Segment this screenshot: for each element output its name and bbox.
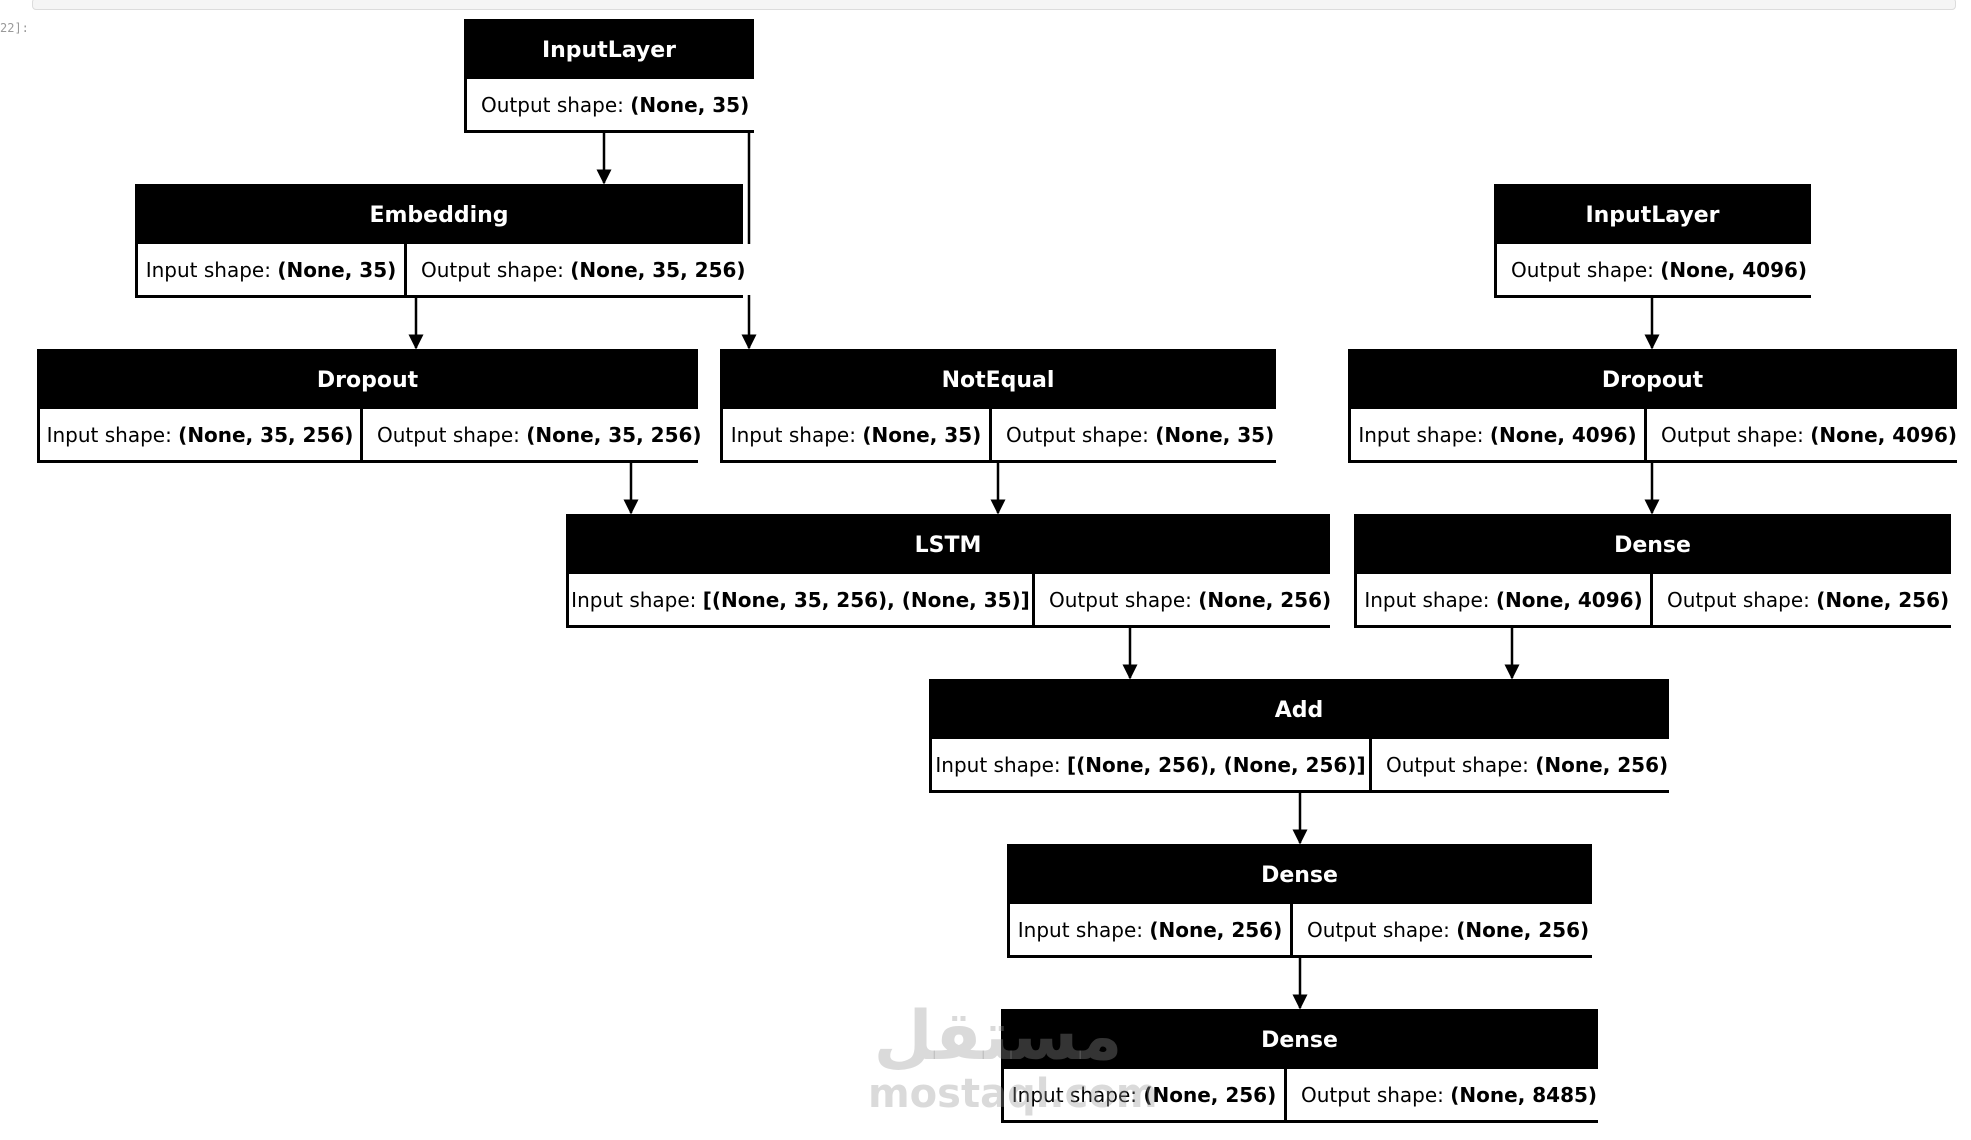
output-shape-value: (None, 4096) — [1660, 257, 1808, 282]
layer-title: Embedding — [369, 203, 509, 228]
input-shape-value: [(None, 35, 256), (None, 35)] — [702, 587, 1030, 612]
layer-title: Add — [1274, 698, 1324, 723]
layer-shapes: Input shape: (None, 256)Output shape: (N… — [1004, 1069, 1612, 1120]
output-shape-value: (None, 256) — [1535, 752, 1669, 777]
layer-title: InputLayer — [541, 38, 677, 63]
output-shape-label: Output shape: — [1511, 257, 1654, 282]
layer-shapes: Output shape: (None, 35) — [467, 79, 764, 130]
output-shape-label: Output shape: — [1301, 1082, 1444, 1107]
input-shape-value: (None, 35) — [277, 257, 397, 282]
layer-shapes: Input shape: (None, 35, 256)Output shape… — [40, 409, 716, 460]
output-shape-label: Output shape: — [1006, 422, 1149, 447]
output-shape-label: Output shape: — [1667, 587, 1810, 612]
layer-shapes: Input shape: (None, 35)Output shape: (No… — [723, 409, 1289, 460]
input-shape-label: Input shape: — [1364, 587, 1490, 612]
layer-shapes: Input shape: (None, 256)Output shape: (N… — [1010, 904, 1604, 955]
output-shape-label: Output shape: — [377, 422, 520, 447]
layer-shapes: Input shape: (None, 35)Output shape: (No… — [138, 244, 760, 295]
output-shape-cell: Output shape: (None, 256) — [1035, 574, 1346, 625]
input-shape-cell: Input shape: [(None, 256), (None, 256)] — [932, 739, 1369, 790]
output-shape-cell: Output shape: (None, 256) — [1653, 574, 1964, 625]
layer-title: Dense — [1261, 1028, 1338, 1053]
input-shape-label: Input shape: — [571, 587, 697, 612]
output-shape-value: (None, 256) — [1456, 917, 1590, 942]
layer-shapes: Input shape: [(None, 35, 256), (None, 35… — [569, 574, 1346, 625]
cell-prompt: 22]: — [0, 21, 29, 35]
input-shape-value: (None, 35, 256) — [178, 422, 354, 447]
layer-title: Dropout — [316, 368, 419, 393]
notebook-cell-bar — [32, 0, 1956, 10]
output-shape-value: (None, 256) — [1198, 587, 1332, 612]
output-shape-label: Output shape: — [481, 92, 624, 117]
output-shape-cell: Output shape: (None, 35, 256) — [407, 244, 760, 295]
output-shape-value: (None, 35) — [630, 92, 750, 117]
input-shape-cell: Input shape: (None, 35) — [723, 409, 989, 460]
input-shape-value: [(None, 256), (None, 256)] — [1067, 752, 1366, 777]
input-shape-value: (None, 35) — [862, 422, 982, 447]
layer-title: LSTM — [914, 533, 982, 558]
output-shape-value: (None, 35, 256) — [526, 422, 702, 447]
input-shape-label: Input shape: — [935, 752, 1061, 777]
output-shape-label: Output shape: — [1049, 587, 1192, 612]
layer-node-lstm: LSTM Input shape: [(None, 35, 256), (None… — [566, 514, 1346, 628]
output-shape-value: (None, 4096) — [1810, 422, 1958, 447]
layer-shapes: Input shape: [(None, 256), (None, 256)]O… — [932, 739, 1683, 790]
input-shape-cell: Input shape: (None, 35, 256) — [40, 409, 360, 460]
input-shape-cell: Input shape: (None, 256) — [1004, 1069, 1284, 1120]
input-shape-value: (None, 4096) — [1495, 587, 1643, 612]
layer-title: Dense — [1614, 533, 1691, 558]
output-shape-cell: Output shape: (None, 8485) — [1287, 1069, 1612, 1120]
output-shape-label: Output shape: — [1661, 422, 1804, 447]
input-shape-label: Input shape: — [1017, 917, 1143, 942]
output-shape-label: Output shape: — [421, 257, 564, 282]
output-shape-cell: Output shape: (None, 4096) — [1647, 409, 1971, 460]
layer-title: Dropout — [1601, 368, 1704, 393]
input-shape-label: Input shape: — [730, 422, 856, 447]
layer-shapes: Input shape: (None, 4096)Output shape: (… — [1351, 409, 1971, 460]
input-shape-label: Input shape: — [46, 422, 172, 447]
input-shape-value: (None, 4096) — [1489, 422, 1637, 447]
input-shape-label: Input shape: — [145, 257, 271, 282]
input-shape-label: Input shape: — [1011, 1082, 1137, 1107]
output-shape-label: Output shape: — [1307, 917, 1450, 942]
layer-shapes: Output shape: (None, 4096) — [1497, 244, 1822, 295]
input-shape-cell: Input shape: (None, 4096) — [1351, 409, 1644, 460]
layer-title: NotEqual — [941, 368, 1055, 393]
output-shape-cell: Output shape: (None, 4096) — [1497, 244, 1822, 295]
output-shape-cell: Output shape: (None, 256) — [1372, 739, 1683, 790]
input-shape-cell: Input shape: [(None, 35, 256), (None, 35… — [569, 574, 1032, 625]
output-shape-value: (None, 35) — [1155, 422, 1275, 447]
output-shape-value: (None, 35, 256) — [570, 257, 746, 282]
layer-title: Dense — [1261, 863, 1338, 888]
output-shape-cell: Output shape: (None, 256) — [1293, 904, 1604, 955]
output-shape-value: (None, 8485) — [1450, 1082, 1598, 1107]
output-shape-cell: Output shape: (None, 35) — [467, 79, 764, 130]
input-shape-value: (None, 256) — [1143, 1082, 1277, 1107]
input-shape-cell: Input shape: (None, 256) — [1010, 904, 1290, 955]
input-shape-cell: Input shape: (None, 4096) — [1357, 574, 1650, 625]
input-shape-value: (None, 256) — [1149, 917, 1283, 942]
layer-shapes: Input shape: (None, 4096)Output shape: (… — [1357, 574, 1964, 625]
input-shape-label: Input shape: — [1358, 422, 1484, 447]
output-shape-cell: Output shape: (None, 35) — [992, 409, 1289, 460]
input-shape-cell: Input shape: (None, 35) — [138, 244, 404, 295]
output-shape-cell: Output shape: (None, 35, 256) — [363, 409, 716, 460]
output-shape-label: Output shape: — [1386, 752, 1529, 777]
output-shape-value: (None, 256) — [1816, 587, 1950, 612]
layer-title: InputLayer — [1585, 203, 1720, 228]
